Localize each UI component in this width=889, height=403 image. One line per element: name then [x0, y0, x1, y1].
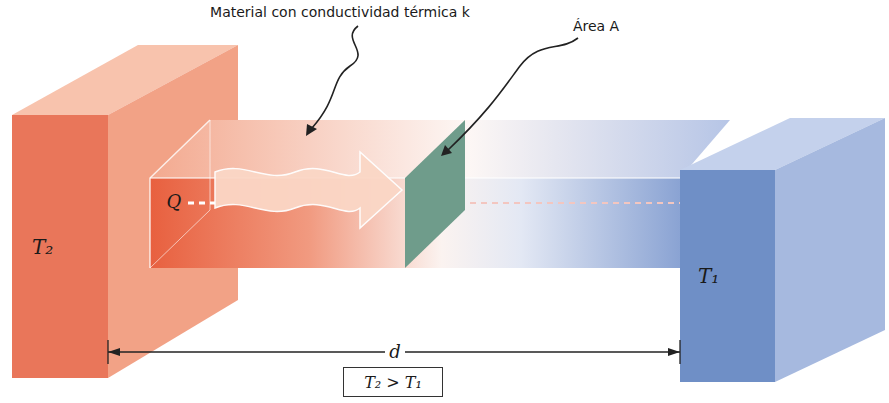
heat-symbol: Q — [167, 191, 182, 212]
distance-label: d — [385, 341, 405, 363]
temperature-label: T₁ — [698, 264, 719, 288]
hot-block-front — [12, 115, 108, 378]
cold-block-side — [775, 118, 885, 382]
heat-flow-arrow — [215, 152, 402, 228]
temperature-label: T₂ > T₁ — [364, 373, 422, 392]
leader-line — [448, 38, 578, 150]
cold-block: T₁ — [680, 170, 775, 382]
condition-box: T₂ > T₁ — [343, 367, 443, 397]
leader-line — [312, 26, 358, 128]
cold-block-front — [680, 170, 775, 382]
area-callout: Área A — [573, 18, 619, 34]
hot-block: T₂ — [12, 115, 108, 378]
material-callout: Material con conductividad térmica k — [210, 4, 470, 20]
temperature-label: T₂ — [32, 235, 53, 259]
